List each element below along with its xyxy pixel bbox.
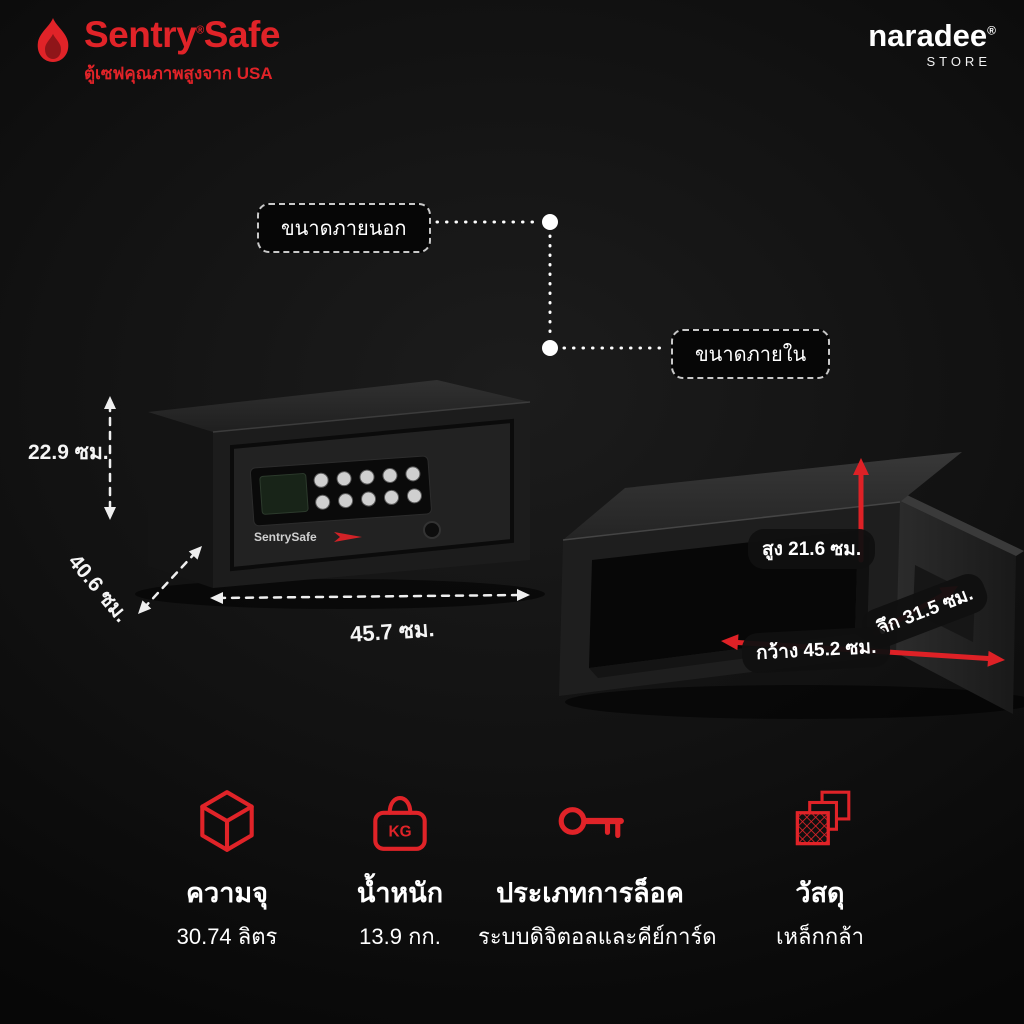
sentrysafe-logo: Sentry®Safe ตู้เซฟคุณภาพสูงจาก USA [30, 16, 280, 87]
feature-value: เหล็กกล้า [776, 924, 864, 949]
brand-name: Sentry®Safe [84, 14, 280, 55]
internal-dimensions-callout: ขนาดภายใน [671, 329, 831, 379]
registered-mark: ® [196, 24, 204, 37]
connector-dot-top [542, 214, 558, 230]
feature-value: 30.74 ลิตร [176, 924, 278, 949]
internal-width-label: กว้าง 45.2 ซม. [741, 626, 892, 674]
brand-tagline: ตู้เซฟคุณภาพสูงจาก USA [84, 64, 273, 83]
feature-title: ความจุ [185, 878, 268, 908]
external-width-label: 45.7 ซม. [349, 616, 436, 647]
feature-capacity: ความจุ 30.74 ลิตร [135, 785, 319, 954]
keyhole [423, 521, 441, 539]
feature-value: 13.9 กก. [359, 924, 441, 949]
feature-title: ประเภทการล็อค [496, 878, 684, 908]
keypad-display [259, 473, 309, 515]
flame-icon [37, 18, 69, 62]
feature-weight: KG น้ำหนัก 13.9 กก. [310, 785, 490, 954]
material-icon [795, 790, 851, 846]
kg-label: KG [388, 823, 411, 840]
feature-value: ระบบดิจิตอลและคีย์การ์ด [478, 924, 717, 949]
feature-lock-type: ประเภทการล็อค ระบบดิจิตอลและคีย์การ์ด [478, 785, 717, 954]
door-arrow-emblem [334, 532, 362, 542]
external-dimension-arrows [108, 402, 524, 610]
keypad [249, 455, 432, 527]
weight-icon: KG [373, 796, 427, 851]
key-icon [558, 807, 624, 838]
external-dimensions-callout: ขนาดภายนอก [257, 203, 431, 253]
naradee-store-logo: naradee® STORE [868, 20, 996, 69]
store-subtitle: STORE [926, 54, 991, 69]
internal-height-label: สูง 21.6 ซม. [748, 529, 876, 569]
cube-icon [200, 790, 254, 852]
registered-mark: ® [987, 23, 996, 38]
external-arrowheads [104, 396, 530, 614]
feature-title: วัสดุ [795, 878, 845, 908]
callout-connectors [435, 220, 668, 350]
closed-safe-illustration: SentrySafe [135, 380, 545, 609]
safe-door-brand-label: SentrySafe [254, 530, 317, 544]
feature-material: วัสดุ เหล็กกล้า [718, 785, 922, 954]
external-height-label: 22.9 ซม. [28, 441, 109, 464]
connector-dot-bottom [542, 340, 558, 356]
feature-title: น้ำหนัก [356, 878, 444, 908]
keypad-buttons [313, 466, 422, 510]
store-name: naradee® [868, 18, 996, 53]
